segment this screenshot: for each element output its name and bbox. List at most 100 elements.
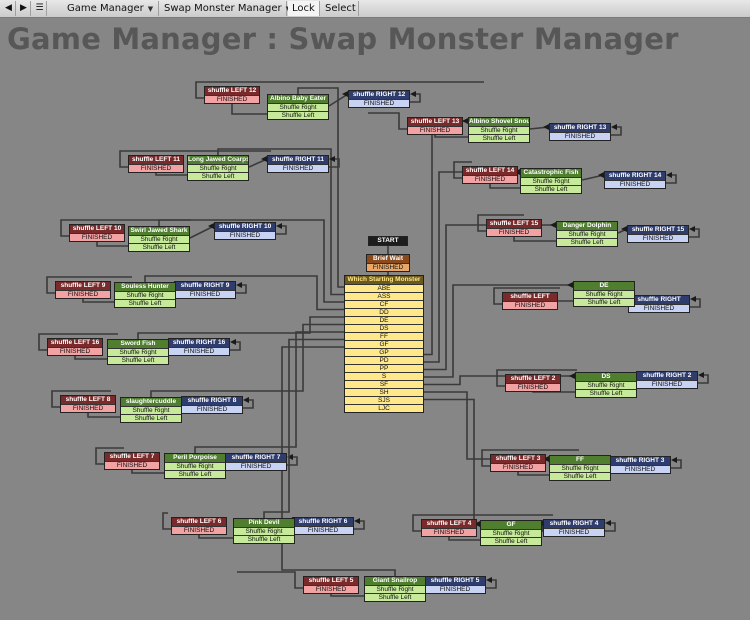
transition-event[interactable]: FINISHED: [70, 233, 124, 241]
transition-event[interactable]: Shuffle Left: [108, 356, 168, 364]
transition-event[interactable]: FINISHED: [544, 528, 604, 536]
lock-button[interactable]: Lock: [288, 1, 320, 16]
transition-event[interactable]: FINISHED: [172, 526, 226, 534]
transition-event[interactable]: Shuffle Right: [268, 103, 328, 111]
transition-event[interactable]: FINISHED: [605, 180, 665, 188]
transition-event[interactable]: Shuffle Left: [115, 299, 175, 307]
transition-event[interactable]: PD: [345, 356, 423, 364]
transition-event[interactable]: CF: [345, 300, 423, 308]
transition-event[interactable]: Shuffle Right: [481, 529, 541, 537]
menu-icon[interactable]: ☰: [33, 1, 47, 16]
forward-arrow-icon[interactable]: ▶: [17, 1, 31, 16]
transition-event[interactable]: Shuffle Right: [165, 462, 225, 470]
transition-event[interactable]: Shuffle Left: [234, 535, 294, 543]
transition-event[interactable]: FINISHED: [105, 461, 159, 469]
transition-event[interactable]: Shuffle Left: [165, 470, 225, 478]
transition-event[interactable]: Shuffle Left: [481, 537, 541, 545]
transition-event[interactable]: Shuffle Left: [469, 134, 529, 142]
transition-event[interactable]: FINISHED: [422, 528, 476, 536]
transition-event[interactable]: ASS: [345, 292, 423, 300]
transition-event[interactable]: FINISHED: [268, 164, 328, 172]
transition-event[interactable]: LJC: [345, 404, 423, 412]
transition-event[interactable]: GF: [345, 340, 423, 348]
transition-event[interactable]: Shuffle Left: [557, 238, 617, 246]
transition-event[interactable]: FINISHED: [463, 175, 517, 183]
transition-event[interactable]: Shuffle Right: [188, 164, 248, 172]
transition-event[interactable]: Shuffle Right: [521, 177, 581, 185]
transition-event[interactable]: SF: [345, 380, 423, 388]
transition-event[interactable]: FINISHED: [182, 405, 242, 413]
transition-event[interactable]: FINISHED: [226, 462, 286, 470]
transition-event[interactable]: S: [345, 372, 423, 380]
transition-event[interactable]: FINISHED: [169, 347, 229, 355]
transition-event[interactable]: FINISHED: [304, 585, 358, 593]
transition-event[interactable]: FINISHED: [550, 132, 610, 140]
transition-event[interactable]: FINISHED: [637, 380, 697, 388]
transition-event[interactable]: FINISHED: [129, 164, 183, 172]
transition-event[interactable]: Shuffle Right: [121, 406, 181, 414]
transition-event[interactable]: FINISHED: [215, 231, 275, 239]
transition-event[interactable]: Shuffle Right: [115, 291, 175, 299]
transition-event[interactable]: DE: [345, 316, 423, 324]
transition-event[interactable]: Shuffle Right: [576, 381, 636, 389]
transition-event[interactable]: Shuffle Right: [365, 585, 425, 593]
transition-event[interactable]: FINISHED: [61, 404, 115, 412]
transition-event[interactable]: FINISHED: [425, 585, 485, 593]
transition-event[interactable]: FINISHED: [293, 526, 353, 534]
state-long-jawed-coarpser[interactable]: Long Jawed CoarpserShuffle RightShuffle …: [187, 155, 249, 181]
transition-event[interactable]: Shuffle Left: [121, 414, 181, 422]
transition-event[interactable]: FINISHED: [610, 465, 670, 473]
transition-event[interactable]: DD: [345, 308, 423, 316]
transition-event[interactable]: ABE: [345, 284, 423, 292]
transition-event[interactable]: FINISHED: [175, 290, 235, 298]
transition-event[interactable]: Shuffle Left: [574, 298, 634, 306]
transition-event[interactable]: FINISHED: [56, 290, 110, 298]
transition-event[interactable]: FINISHED: [487, 228, 541, 236]
transition-event[interactable]: GP: [345, 348, 423, 356]
transition-event[interactable]: SJS: [345, 396, 423, 404]
transition-event[interactable]: FINISHED: [408, 126, 462, 134]
transition-event[interactable]: Shuffle Right: [129, 235, 189, 243]
select-button[interactable]: Select: [321, 1, 359, 16]
